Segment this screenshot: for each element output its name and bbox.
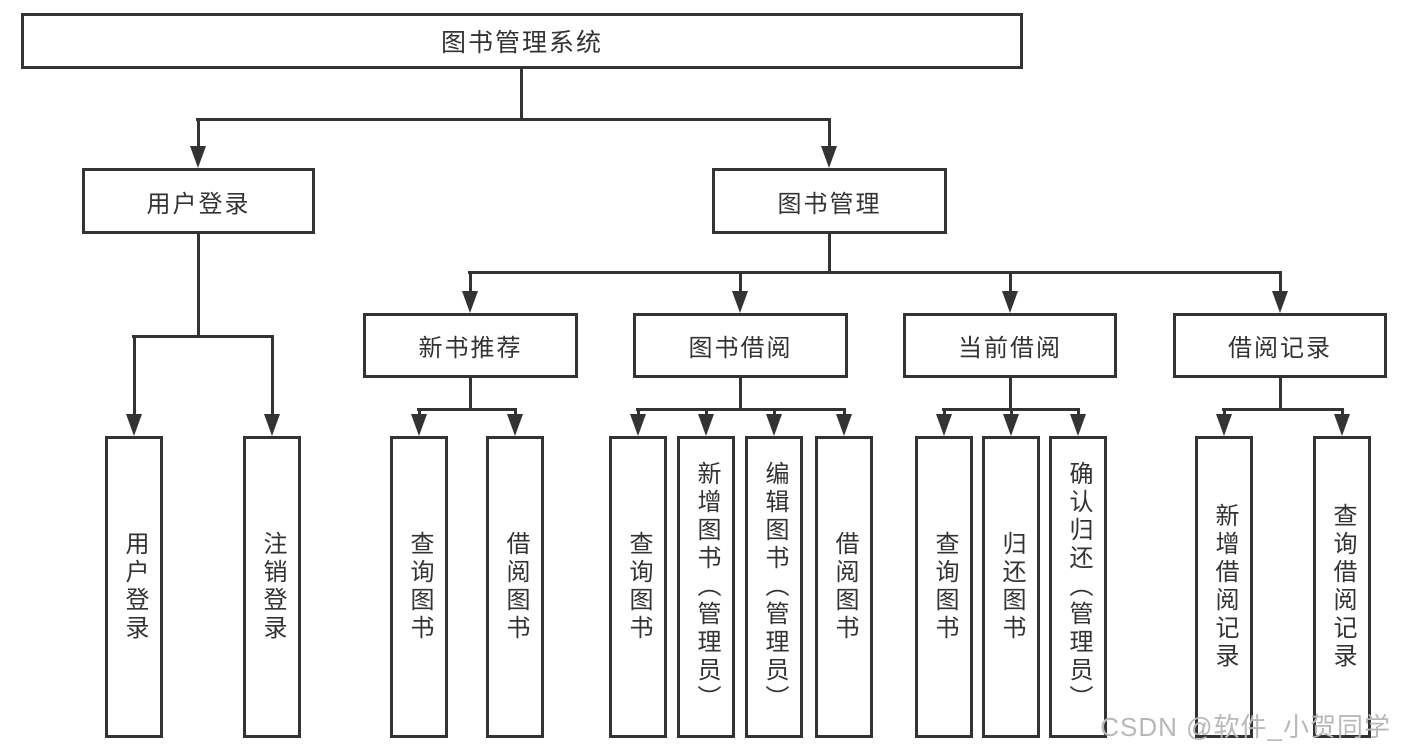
leaf-bb-query-books-label: 查询图书 bbox=[625, 531, 652, 643]
leaf-bb-borrow-books: 借阅图书 bbox=[815, 436, 873, 738]
edge-to-book-management bbox=[828, 118, 831, 150]
edge-to-leaf-login bbox=[133, 335, 136, 415]
edge-current-borrow-stem bbox=[1009, 378, 1012, 408]
edge-br-leaf2 bbox=[1341, 408, 1344, 416]
leaf-br-query-borrow-record-label: 查询借阅记录 bbox=[1329, 503, 1356, 671]
leaf-cb-return-books: 归还图书 bbox=[982, 436, 1040, 738]
edge-book-borrow-fork bbox=[636, 408, 846, 411]
arrow-br-leaf2 bbox=[1334, 414, 1350, 436]
leaf-bb-query-books: 查询图书 bbox=[609, 436, 667, 738]
edge-cb-leaf3 bbox=[1077, 408, 1080, 416]
edge-to-leaf-logout bbox=[271, 335, 274, 415]
edge-to-book-borrow bbox=[739, 271, 742, 293]
arrow-cb-leaf2 bbox=[1003, 414, 1019, 436]
arrow-nb-leaf1 bbox=[411, 414, 427, 436]
arrow-to-leaf-login bbox=[126, 414, 142, 436]
edge-root-fork bbox=[196, 118, 831, 121]
leaf-cb-query-books-label: 查询图书 bbox=[931, 531, 958, 643]
leaf-br-query-borrow-record: 查询借阅记录 bbox=[1313, 436, 1371, 738]
leaf-nb-query-books: 查询图书 bbox=[390, 436, 448, 738]
arrow-to-new-book bbox=[462, 291, 478, 313]
edge-user-login-stem bbox=[197, 234, 200, 335]
edge-cb-leaf2 bbox=[1010, 408, 1013, 416]
leaf-logout-label: 注销登录 bbox=[259, 531, 286, 643]
edge-borrow-record-stem bbox=[1279, 378, 1282, 408]
edge-book-management-fork bbox=[468, 271, 1282, 274]
edge-to-borrow-record bbox=[1279, 271, 1282, 293]
edge-to-current-borrow bbox=[1009, 271, 1012, 293]
leaf-user-login: 用户登录 bbox=[105, 436, 163, 738]
edge-nb-leaf1 bbox=[418, 408, 421, 416]
arrow-bb-leaf3 bbox=[766, 414, 782, 436]
csdn-watermark: CSDN @软件_小贺同学 bbox=[1100, 712, 1391, 742]
node-new-book-recommend: 新书推荐 bbox=[363, 313, 578, 378]
leaf-bb-edit-books-admin: 编辑图书（管理员） bbox=[745, 436, 803, 738]
edge-book-management-stem bbox=[828, 234, 831, 271]
arrow-to-book-borrow bbox=[732, 291, 748, 313]
arrow-bb-leaf2 bbox=[698, 414, 714, 436]
leaf-nb-borrow-books: 借阅图书 bbox=[486, 436, 544, 738]
edge-to-user-login bbox=[197, 118, 200, 150]
edge-bb-leaf2 bbox=[705, 408, 708, 416]
edge-cb-leaf1 bbox=[943, 408, 946, 416]
edge-br-leaf1 bbox=[1223, 408, 1226, 416]
edge-new-book-fork bbox=[417, 408, 517, 411]
arrow-to-borrow-record bbox=[1272, 291, 1288, 313]
arrow-bb-leaf1 bbox=[630, 414, 646, 436]
arrow-cb-leaf3 bbox=[1070, 414, 1086, 436]
edge-root-stem bbox=[520, 69, 523, 118]
arrow-to-user-login bbox=[190, 146, 206, 168]
arrow-to-current-borrow bbox=[1002, 291, 1018, 313]
edge-new-book-stem bbox=[469, 378, 472, 408]
arrow-to-leaf-logout bbox=[264, 414, 280, 436]
leaf-user-login-label: 用户登录 bbox=[121, 531, 148, 643]
leaf-nb-borrow-books-label: 借阅图书 bbox=[502, 531, 529, 643]
leaf-bb-add-books-admin-label: 新增图书（管理员） bbox=[693, 461, 720, 713]
edge-to-new-book bbox=[469, 271, 472, 293]
leaf-nb-query-books-label: 查询图书 bbox=[406, 531, 433, 643]
edge-borrow-record-fork bbox=[1222, 408, 1344, 411]
node-book-borrowing: 图书借阅 bbox=[633, 313, 848, 378]
arrow-bb-leaf4 bbox=[836, 414, 852, 436]
leaf-br-add-borrow-record: 新增借阅记录 bbox=[1195, 436, 1253, 738]
edge-user-login-fork bbox=[132, 335, 273, 338]
leaf-logout: 注销登录 bbox=[243, 436, 301, 738]
edge-bb-leaf4 bbox=[843, 408, 846, 416]
edge-nb-leaf2 bbox=[514, 408, 517, 416]
leaf-cb-confirm-return-admin-label: 确认归还（管理员） bbox=[1065, 461, 1092, 713]
arrow-to-book-management bbox=[821, 146, 837, 168]
leaf-br-add-borrow-record-label: 新增借阅记录 bbox=[1211, 503, 1238, 671]
arrow-nb-leaf2 bbox=[507, 414, 523, 436]
leaf-cb-confirm-return-admin: 确认归还（管理员） bbox=[1049, 436, 1107, 738]
arrow-cb-leaf1 bbox=[936, 414, 952, 436]
leaf-bb-add-books-admin: 新增图书（管理员） bbox=[677, 436, 735, 738]
edge-bb-leaf1 bbox=[637, 408, 640, 416]
leaf-cb-return-books-label: 归还图书 bbox=[998, 531, 1025, 643]
node-user-login: 用户登录 bbox=[82, 168, 315, 234]
node-current-borrowing: 当前借阅 bbox=[903, 313, 1117, 378]
edge-bb-leaf3 bbox=[773, 408, 776, 416]
arrow-br-leaf1 bbox=[1216, 414, 1232, 436]
node-library-management-system: 图书管理系统 bbox=[21, 13, 1023, 69]
leaf-bb-edit-books-admin-label: 编辑图书（管理员） bbox=[761, 461, 788, 713]
node-borrow-records: 借阅记录 bbox=[1173, 313, 1387, 378]
leaf-cb-query-books: 查询图书 bbox=[915, 436, 973, 738]
leaf-bb-borrow-books-label: 借阅图书 bbox=[831, 531, 858, 643]
node-book-management: 图书管理 bbox=[712, 168, 947, 234]
edge-book-borrow-stem bbox=[739, 378, 742, 408]
